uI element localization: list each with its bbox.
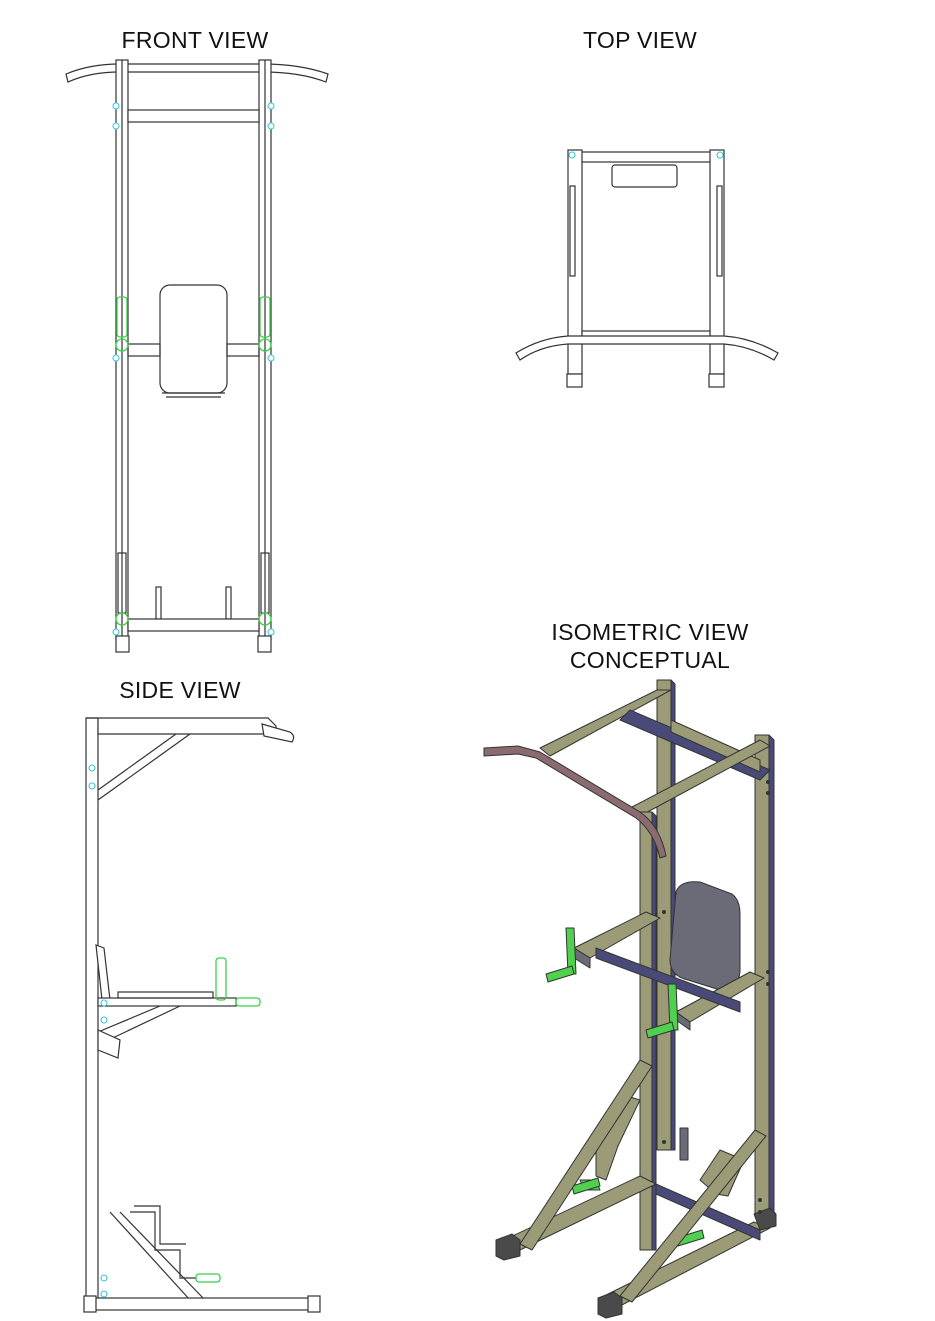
isometric-view-label-line2: CONCEPTUAL: [569, 647, 731, 673]
top-view-label: TOP VIEW: [582, 27, 698, 53]
side-view-label: SIDE VIEW: [119, 677, 241, 703]
front-view-label: FRONT VIEW: [121, 27, 269, 53]
isometric-view-label: ISOMETRIC VIEW CONCEPTUAL: [520, 618, 780, 674]
isometric-view-label-line1: ISOMETRIC VIEW: [551, 619, 749, 645]
